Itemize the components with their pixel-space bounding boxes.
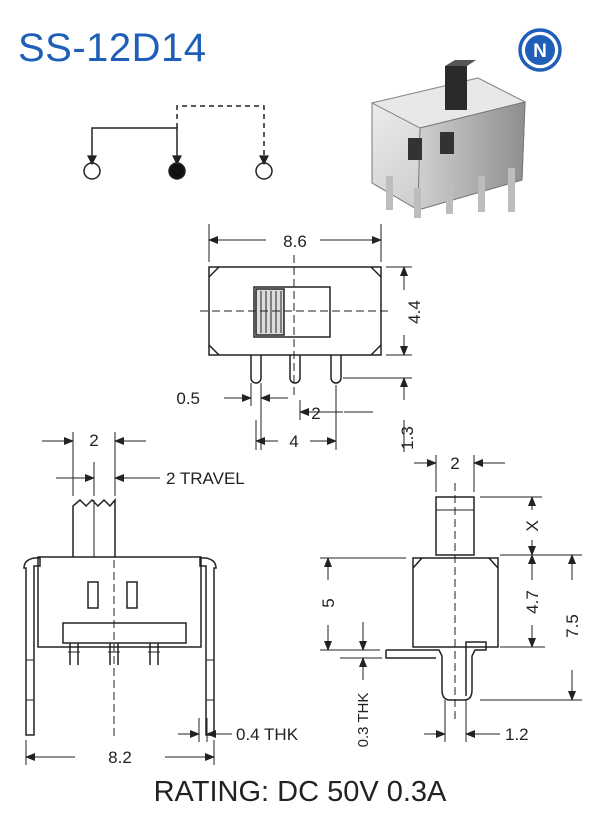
dim-width-86: 8.6: [283, 232, 307, 251]
part-number-title: SS-12D14: [18, 26, 207, 70]
dim-pitch-2: 2: [311, 404, 320, 423]
dim-height-44: 4.4: [405, 300, 424, 324]
logo-letter: N: [533, 41, 547, 62]
dim-75: 7.5: [563, 614, 582, 638]
brand-logo-icon: N: [518, 28, 562, 72]
dim-side-actuator-2: 2: [450, 454, 459, 473]
dim-body-82: 8.2: [108, 748, 132, 767]
dim-travel: 2 TRAVEL: [166, 469, 245, 488]
dim-12: 1.2: [505, 725, 529, 744]
dim-pin-05: 0.5: [176, 389, 200, 408]
schematic-symbol: [83, 105, 273, 180]
front-view-drawing: [23, 432, 232, 765]
dim-leg-thk: 0.4 THK: [236, 725, 299, 744]
top-view-drawing: [200, 224, 412, 452]
dim-span-4: 4: [289, 432, 298, 451]
dim-x: X: [523, 520, 542, 531]
rating-text: RATING: DC 50V 0.3A: [153, 776, 447, 808]
side-view-drawing: [320, 455, 582, 742]
dim-47: 4.7: [523, 590, 542, 614]
dim-tab-thk: 0.3 THK: [355, 693, 372, 748]
dim-pinlen-13: 1.3: [398, 426, 417, 450]
dim-5: 5: [319, 598, 338, 607]
dim-actuator-2: 2: [89, 431, 98, 450]
product-photo: [370, 60, 527, 218]
